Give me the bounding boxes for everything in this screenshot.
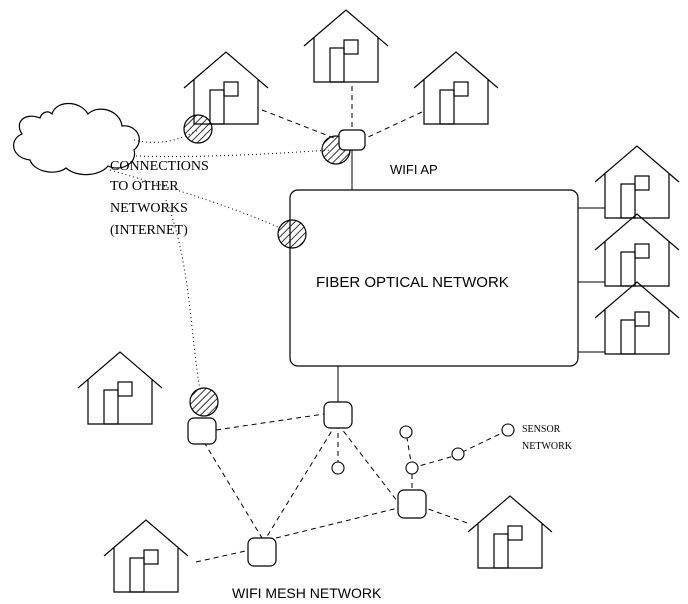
cloud-label-line-3: NETWORKS (110, 201, 188, 216)
mesh-node (187, 417, 217, 445)
house-icon-bottom-right (467, 495, 553, 569)
cloud-label-line-4: (INTERNET) (110, 223, 188, 238)
wifi-ap-node (338, 129, 366, 151)
house-icon-right-2 (594, 213, 680, 287)
gateway-node (183, 114, 213, 144)
sensor-node (451, 447, 465, 461)
fiber-network-box (289, 189, 579, 367)
cloud-label-line-2: TO OTHER (110, 179, 179, 194)
fiber-network-label: FIBER OPTICAL NETWORK (316, 274, 509, 291)
mesh-node (397, 489, 427, 519)
house-icon-top-right (413, 51, 499, 125)
sensor-nodes (331, 423, 515, 475)
wireless-links (195, 86, 505, 563)
sensor-node (405, 461, 419, 475)
sensor-node (399, 425, 413, 439)
sensor-network-label-line-2: NETWORK (522, 441, 573, 452)
internet-cloud (13, 102, 140, 176)
sensor-network-label-line-1: SENSOR (522, 424, 561, 435)
wifi-mesh-label: WIFI MESH NETWORK (232, 585, 382, 601)
sensor-node (331, 461, 345, 475)
gateway-node (189, 387, 219, 417)
house-icon-bottom-left (103, 519, 189, 593)
gateway-node (277, 219, 307, 249)
house-icon-right-3 (594, 281, 680, 355)
house-icon-mid-left (77, 351, 163, 425)
sensor-node (501, 423, 515, 437)
wifi-ap-label: WIFI AP (390, 162, 438, 177)
mesh-node (323, 401, 353, 429)
house-icon-top-center (303, 9, 389, 83)
house-icon-right-1 (594, 145, 680, 219)
house-icon-top-left (183, 51, 269, 125)
mesh-node (247, 537, 277, 567)
fiber-links (337, 148, 605, 403)
cloud-label-line-1: CONNECTIONS (110, 159, 209, 174)
